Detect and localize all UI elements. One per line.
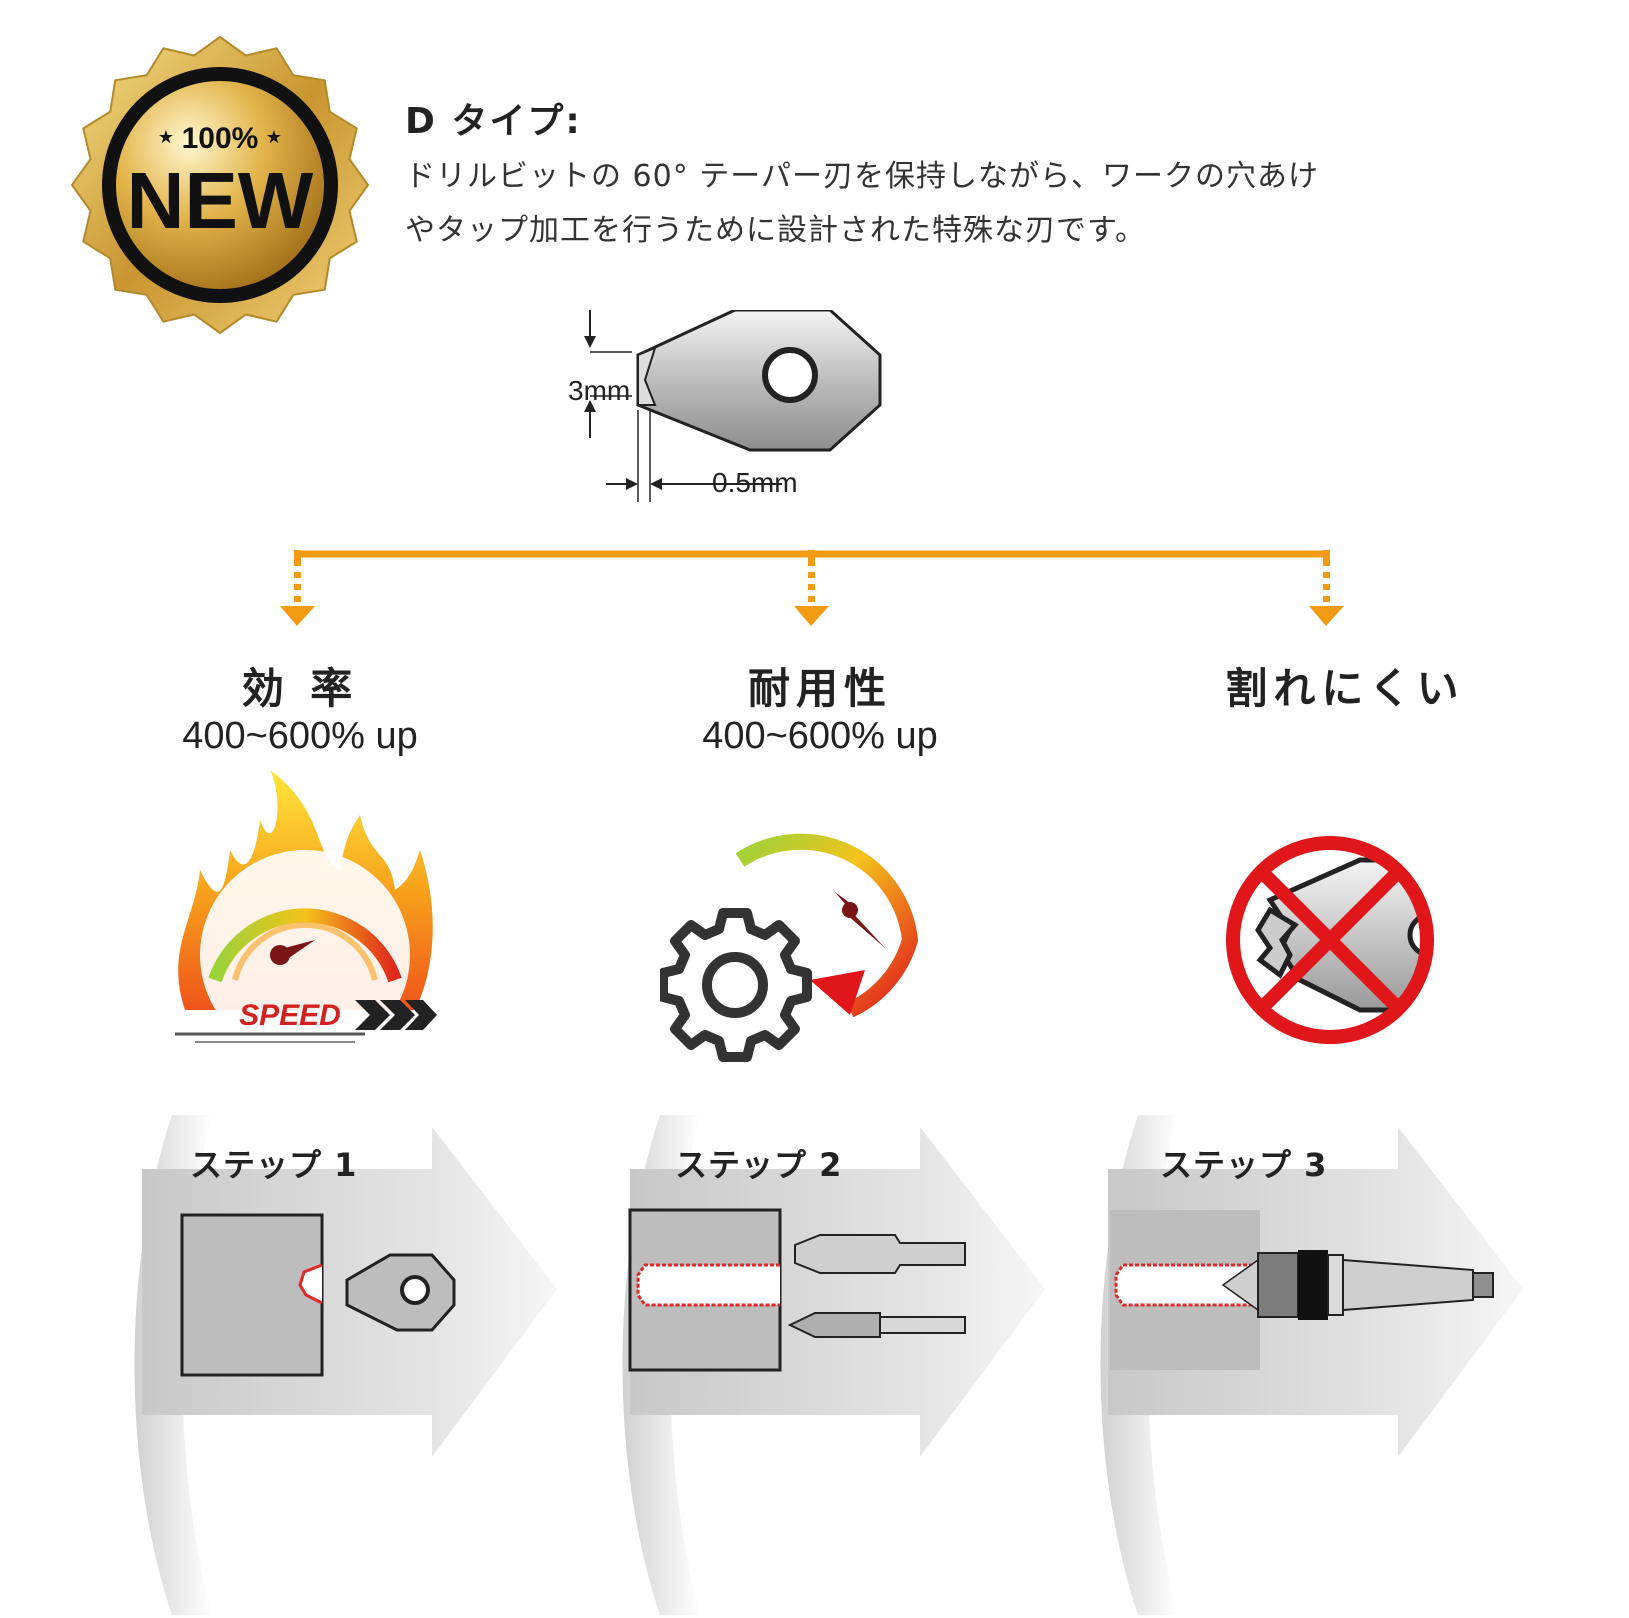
feature-crack-resistant-title: 割れにくい — [1225, 664, 1465, 713]
badge-main-text: NEW — [127, 156, 314, 245]
gear-clock-icon — [660, 833, 919, 1062]
height-dimension-label: 3mm — [568, 375, 631, 406]
branch-arrow-1 — [280, 550, 315, 626]
speedometer-fire-icon: SPEED — [175, 770, 437, 1060]
svg-text:★: ★ — [158, 127, 174, 148]
svg-text:★: ★ — [266, 127, 282, 148]
step-1-panel — [134, 1115, 557, 1615]
new-badge: 100% ★ ★ NEW — [71, 36, 369, 334]
feature-efficiency-title: 効 率 — [241, 664, 359, 713]
product-description: ドリルビットの 60° テーパー刃を保持しながら、ワークの穴あけ やタップ加工を… — [405, 150, 1535, 258]
step-3-label: ステップ 3 — [1160, 1146, 1328, 1184]
step-3-panel — [1100, 1115, 1523, 1615]
step-1-label: ステップ 1 — [190, 1146, 358, 1184]
badge-top-text: 100% — [182, 122, 259, 155]
description-line-2: やタップ加工を行うために設計された特殊な刃です。 — [405, 213, 1146, 248]
branch-arrow-2 — [794, 550, 829, 626]
step-2-label: ステップ 2 — [675, 1146, 843, 1184]
no-crack-icon — [1226, 836, 1434, 1044]
width-dimension-label: 0.5mm — [712, 467, 798, 498]
feature-efficiency-subtitle: 400~600% up — [182, 715, 418, 757]
feature-branch-connector — [280, 550, 1344, 626]
feature-durability-subtitle: 400~600% up — [702, 715, 938, 757]
blade-dimension-diagram — [584, 310, 882, 502]
step-2-panel — [622, 1115, 1045, 1615]
branch-arrow-3 — [1309, 550, 1344, 626]
feature-durability-title: 耐用性 — [747, 664, 892, 713]
speed-badge-text: SPEED — [239, 999, 341, 1032]
product-type-title: D タイプ: — [405, 101, 582, 142]
description-line-1: ドリルビットの 60° テーパー刃を保持しながら、ワークの穴あけ — [405, 159, 1319, 194]
